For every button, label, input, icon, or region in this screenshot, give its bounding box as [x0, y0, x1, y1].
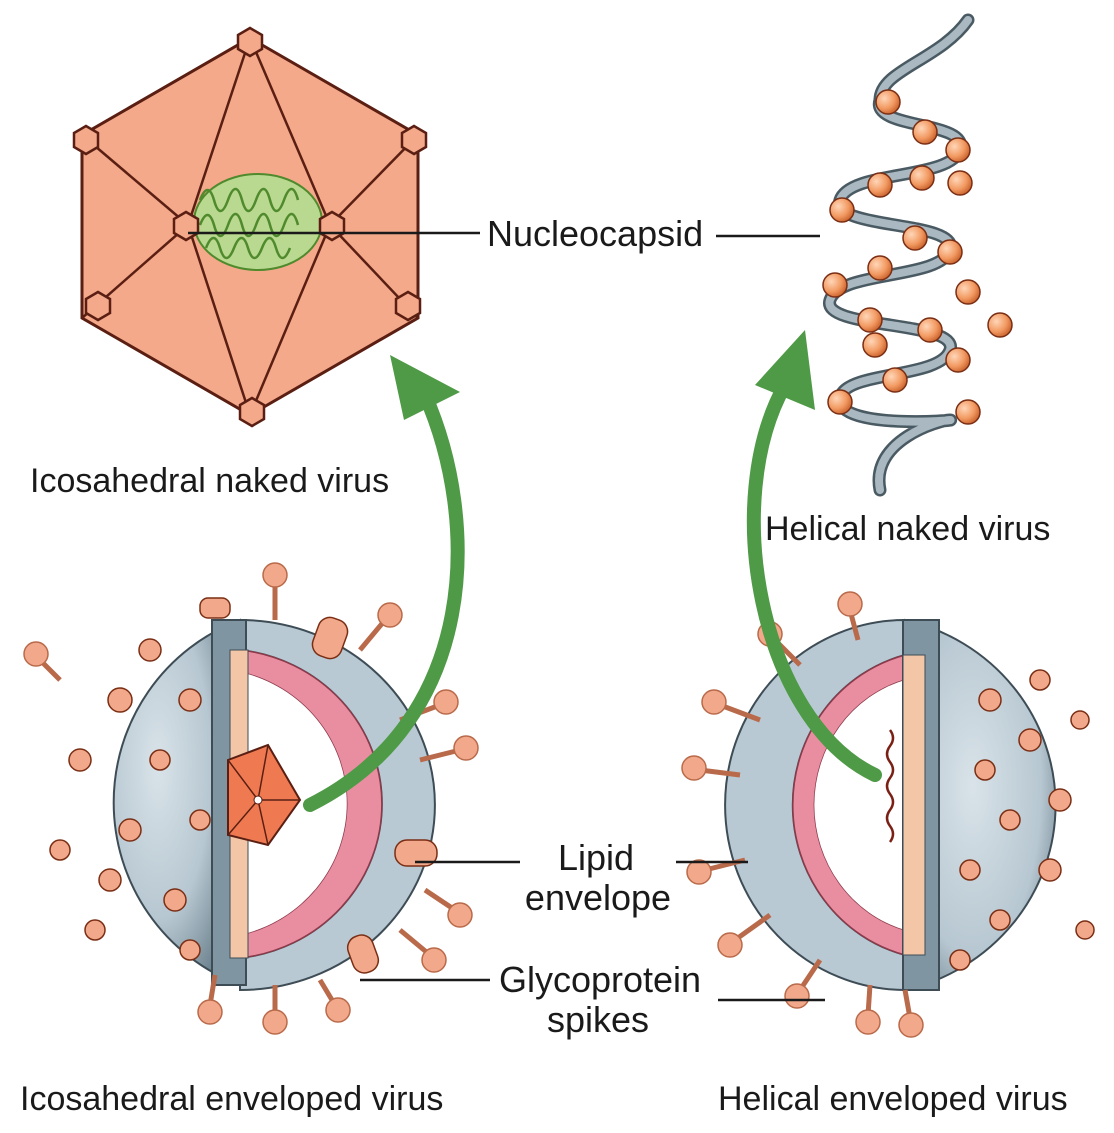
- icosahedral-enveloped-label: Icosahedral enveloped virus: [20, 1080, 443, 1118]
- enveloped-sphere-icon: [50, 620, 435, 990]
- helical-naked-virus: [823, 20, 1012, 490]
- helical-enveloped-label: Helical enveloped virus: [718, 1080, 1068, 1118]
- icosahedral-enveloped-virus: [24, 563, 478, 1034]
- icosahedral-naked-label: Icosahedral naked virus: [30, 462, 389, 500]
- icosahedral-naked-virus: [74, 28, 426, 426]
- helical-enveloped-virus: [682, 592, 1094, 1037]
- glycoprotein-spikes-label-line2: spikes: [547, 999, 649, 1040]
- glycoprotein-spikes-label-line1: Glycoprotein: [499, 959, 701, 1000]
- lipid-envelope-label-line2: envelope: [525, 877, 671, 918]
- lipid-envelope-label-line1: Lipid: [558, 837, 634, 878]
- nucleocapsid-label: Nucleocapsid: [487, 213, 703, 254]
- helical-naked-label: Helical naked virus: [765, 510, 1050, 548]
